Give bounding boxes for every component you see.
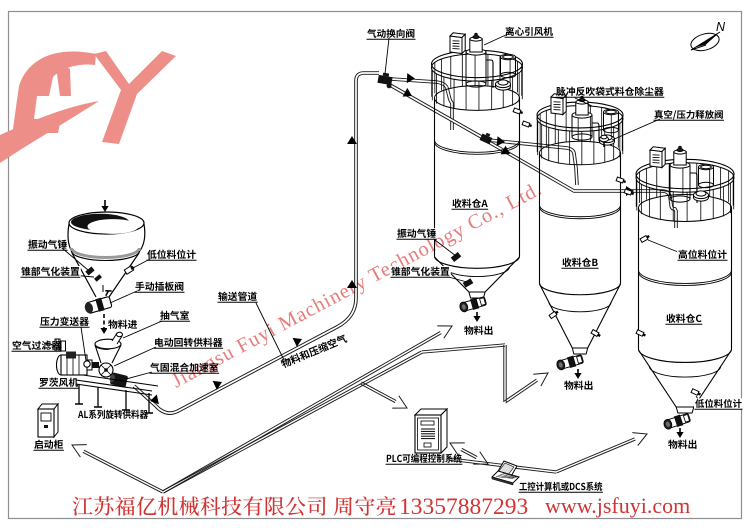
svg-text:www.jsfuyi.com: www.jsfuyi.com [545, 493, 690, 518]
svg-text:N: N [716, 20, 726, 34]
svg-text:13357887293: 13357887293 [399, 494, 528, 520]
